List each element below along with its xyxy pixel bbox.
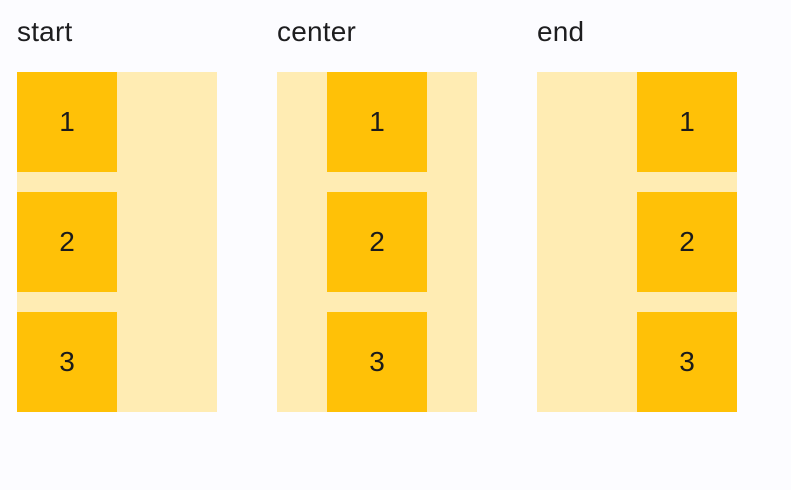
group-start-container: 1 2 3: [17, 72, 217, 412]
item-1: 1: [17, 72, 117, 172]
item-3: 3: [327, 312, 427, 412]
alignment-demo: start 1 2 3 center 1 2 3 end 1 2 3: [17, 12, 737, 412]
group-center-label: center: [277, 16, 357, 47]
group-center-container: 1 2 3: [277, 72, 477, 412]
group-start: start 1 2 3: [17, 12, 217, 412]
group-start-label: start: [17, 16, 73, 47]
group-end-label: end: [537, 16, 585, 47]
item-1: 1: [637, 72, 737, 172]
item-2: 2: [17, 192, 117, 292]
item-2: 2: [327, 192, 427, 292]
group-end: end 1 2 3: [537, 12, 737, 412]
item-3: 3: [17, 312, 117, 412]
item-1: 1: [327, 72, 427, 172]
group-end-container: 1 2 3: [537, 72, 737, 412]
item-3: 3: [637, 312, 737, 412]
group-center: center 1 2 3: [277, 12, 477, 412]
item-2: 2: [637, 192, 737, 292]
